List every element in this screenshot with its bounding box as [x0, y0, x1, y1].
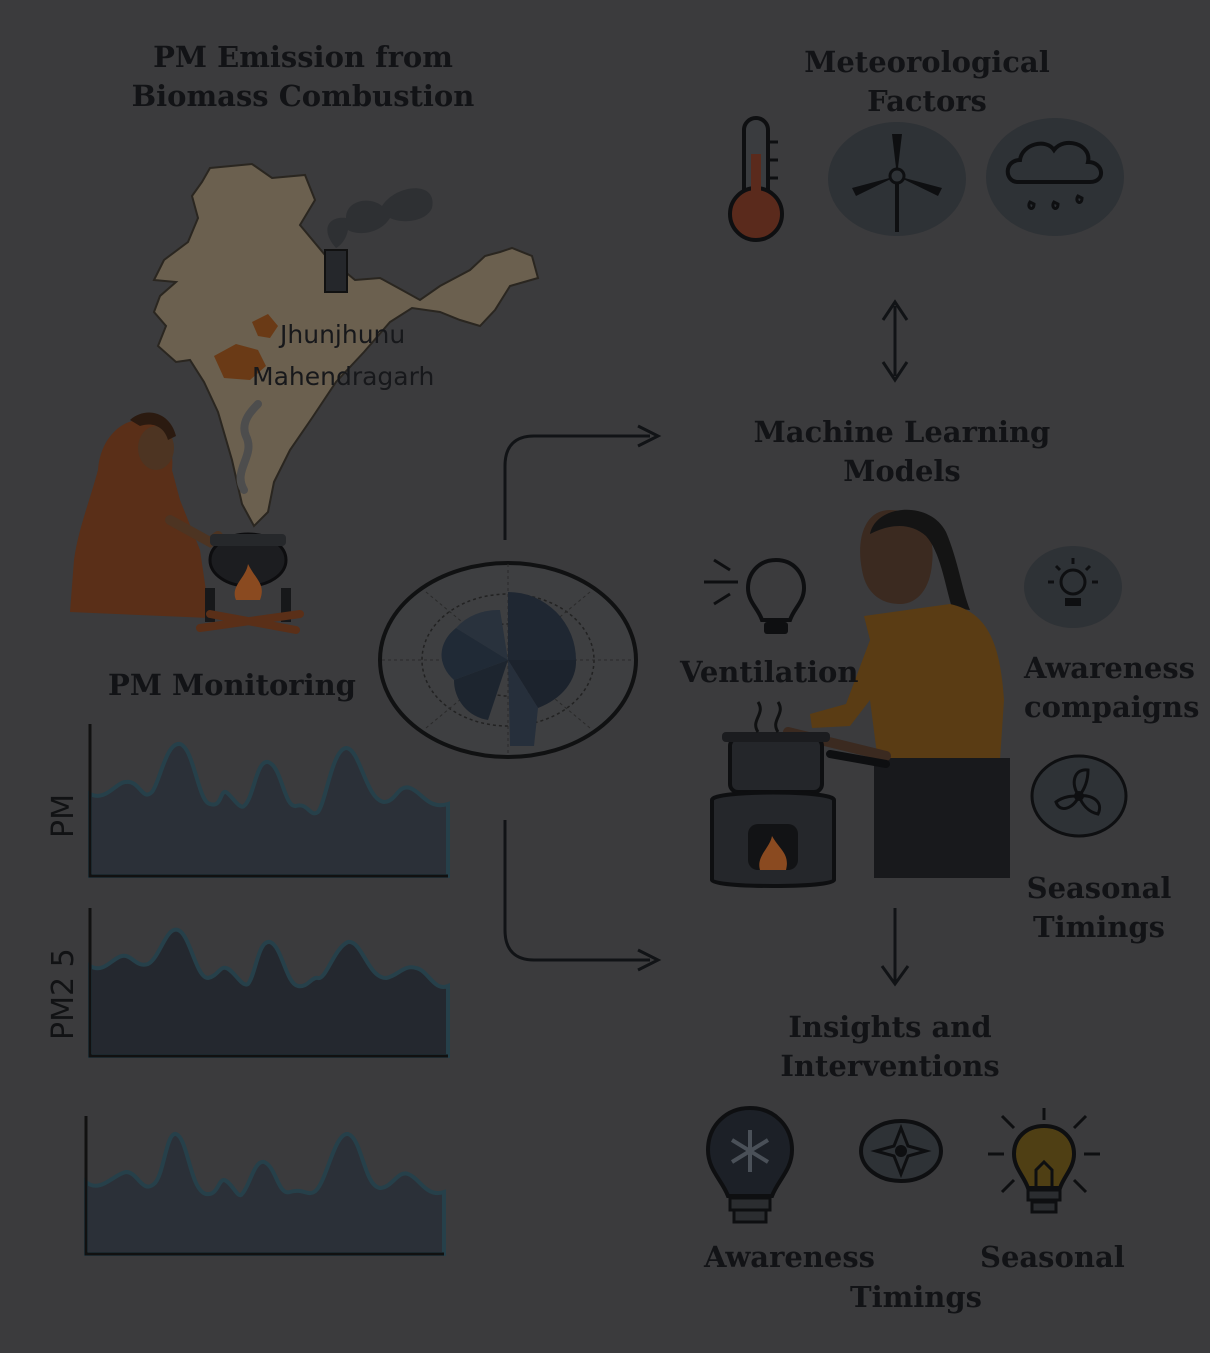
modern-pot [728, 736, 824, 794]
map-label-jhunjhunu: Jhunjhunu [280, 320, 406, 349]
firewood [196, 610, 304, 634]
wind-turbine-icon [828, 122, 966, 236]
modern-pot-rim [722, 732, 830, 742]
insights-title: Insights and Interventions [780, 1010, 1000, 1083]
india-map [152, 162, 540, 528]
woman-face [138, 426, 174, 470]
pot-handle [826, 750, 890, 768]
rose-sector-ne [508, 592, 576, 660]
pot-rim [210, 534, 286, 546]
woman-cooking-illustration [70, 412, 304, 634]
thermometer-icon [728, 116, 784, 242]
mahendragarh-region [214, 344, 266, 380]
arrow-down-head [880, 965, 910, 987]
compass-icon [859, 1119, 943, 1183]
bottom-timings-label: Timings [850, 1280, 982, 1314]
ml-models-title: Machine Learning Models [753, 415, 1051, 488]
woman-hair [130, 412, 176, 440]
woman2-skirt [874, 758, 1010, 878]
seasonal-timings-label: Seasonal Timings [1026, 871, 1172, 944]
woman2-shirt [810, 604, 1004, 762]
arrow-head-ml [637, 424, 662, 448]
awareness-bulb-icon [1024, 546, 1122, 628]
arrow-to-ml [503, 434, 650, 540]
third-wave [84, 1132, 446, 1256]
woman-saree [70, 420, 210, 618]
third-axes [84, 1116, 444, 1256]
stove-fire [759, 836, 787, 870]
pm25-axes [88, 908, 448, 1058]
emission-title: PM Emission from Biomass Combustion [131, 40, 475, 113]
steam [754, 701, 782, 733]
rose-sector-nw [456, 609, 508, 660]
meteorological-title: Meteorological Factors [804, 45, 1050, 118]
seasonal-lightbulb-icon [988, 1108, 1100, 1214]
chimney-icon [324, 249, 348, 293]
pm25-plot [88, 908, 450, 1058]
awareness-campaigns-label: Awareness compaigns [1024, 651, 1200, 724]
woman-modern-stove-illustration [710, 509, 1010, 888]
fan-icon [1030, 754, 1128, 838]
jhunjhunu-region [252, 314, 278, 338]
pm-wave [88, 742, 450, 878]
arrow-to-insights [503, 820, 650, 962]
ventilation-label: Ventilation [680, 655, 859, 689]
arrow-head-insights [637, 948, 662, 972]
arrow-bidirectional-heads [881, 299, 909, 383]
rose-sector-w [441, 628, 508, 680]
rose-sector-sw [453, 660, 508, 720]
pm-axes [88, 724, 448, 878]
ventilation-bulb-icon [704, 557, 807, 634]
stove-smoke [236, 400, 262, 494]
smoke-cloud [327, 188, 433, 248]
rose-sector-e [508, 660, 577, 708]
bottom-seasonal-label: Seasonal [980, 1240, 1125, 1274]
monitoring-title: PM Monitoring [108, 668, 356, 702]
woman2-hair [870, 509, 970, 610]
awareness-lightbulb-icon [705, 1105, 795, 1224]
rose-sector-s [508, 660, 538, 746]
fire-flame [234, 564, 262, 600]
map-label-mahendragarh: Mahendragarh [252, 362, 435, 391]
pm-plot [88, 724, 450, 878]
third-plot [84, 1116, 446, 1256]
woman2-face [860, 510, 933, 604]
bottom-awareness-label: Awareness [704, 1240, 875, 1274]
pm25-wave [88, 927, 450, 1058]
wind-rose-chart [378, 561, 638, 759]
rain-cloud-icon [986, 118, 1124, 236]
